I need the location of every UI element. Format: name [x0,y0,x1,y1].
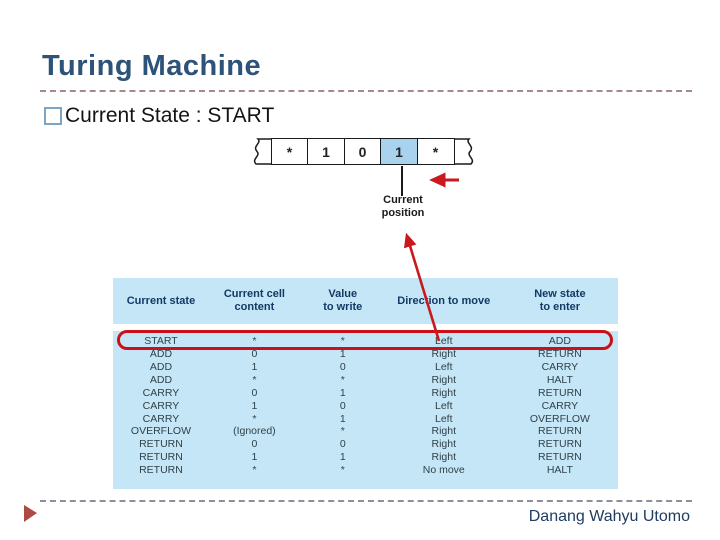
table-cell: * [340,464,345,477]
table-cell: HALT [546,464,573,477]
table-cell: 0 [339,438,346,451]
table-cell: CARRY [541,360,579,373]
table-cell: Right [431,348,456,361]
table-cell: RETURN [538,348,582,361]
table-cell: 0 [251,386,258,399]
table-cell: 0 [339,360,346,373]
table-cell: Right [431,373,456,386]
table-cell: Left [434,335,453,348]
bullet-item: Current State : START [44,104,274,128]
table-cell: 1 [251,360,258,373]
table-row-start-highlighted: START * * Left ADD [113,335,618,348]
tape-cell: 1 [307,138,345,165]
tape-torn-left-edge [253,138,272,165]
table-header-cell: Current cell content [223,288,285,313]
table-row: ADD 1 0 Left CARRY [113,361,618,374]
table-header-cell: Current state [126,294,196,307]
slide-marker-triangle-icon [24,505,37,522]
table-cell: CARRY [142,386,180,399]
table-cell: 0 [339,399,346,412]
table-cell: 1 [339,451,346,464]
table-cell: CARRY [541,399,579,412]
table-cell: 1 [339,386,346,399]
table-cell: CARRY [142,399,180,412]
table-cell: * [340,425,345,438]
footer-author: Danang Wahyu Utomo [528,508,690,525]
table-cell: ADD [149,373,173,386]
title-divider [40,90,692,92]
table-row: ADD * * Right HALT [113,374,618,387]
table-cell: ADD [149,348,173,361]
table-cell: RETURN [538,425,582,438]
table-cell: 1 [339,348,346,361]
table-cell: OVERFLOW [130,425,192,438]
table-row: CARRY * 1 Left OVERFLOW [113,412,618,425]
table-header-cell: New state to enter [534,288,586,313]
table-cell: Right [431,438,456,451]
table-cell: Right [431,451,456,464]
table-cell: * [340,335,345,348]
table-row: OVERFLOW (Ignored) * Right RETURN [113,425,618,438]
table-cell: Right [431,386,456,399]
table-cell: RETURN [139,464,183,477]
table-cell: CARRY [142,412,180,425]
tape-cell-current: 1 [380,138,418,165]
table-header-cell: Value to write [323,288,363,313]
table-row: CARRY 1 0 Left CARRY [113,399,618,412]
table-cell: Left [434,412,453,425]
table-cell: RETURN [538,451,582,464]
table-cell: * [252,335,257,348]
table-cell: (Ignored) [233,425,276,438]
table-row: ADD 0 1 Right RETURN [113,348,618,361]
footer-divider [40,500,692,502]
table-cell: HALT [546,373,573,386]
table-cell: 0 [251,438,258,451]
table-cell: Right [431,425,456,438]
table-row: RETURN 0 0 Right RETURN [113,438,618,451]
tape-cell: * [270,138,309,165]
table-cell: * [252,373,257,386]
table-cell: RETURN [139,451,183,464]
table-cell: RETURN [139,438,183,451]
table-cell: START [144,335,178,348]
page-title: Turing Machine [42,50,262,82]
table-cell: OVERFLOW [529,412,590,425]
table-cell: Left [434,360,453,373]
table-cell: RETURN [538,386,582,399]
table-cell: 1 [251,451,258,464]
table-cell: * [340,373,345,386]
current-position-pointer-line [401,166,403,196]
tape-torn-right-edge [454,138,473,165]
table-cell: * [252,464,257,477]
tape-cell: * [416,138,455,165]
table-header-cell: Direction to move [397,294,491,307]
current-position-label: Current position [381,194,425,219]
table-cell: 0 [251,348,258,361]
table-row: CARRY 0 1 Right RETURN [113,387,618,400]
table-cell: No move [422,464,465,477]
table-row: RETURN 1 1 Right RETURN [113,451,618,464]
table-header-row: Current state Current cell content Value t… [113,278,618,324]
table-cell: 1 [339,412,346,425]
table-cell: ADD [548,335,571,348]
bullet-text: Current State : START [65,104,275,127]
table-row: RETURN * * No move HALT [113,464,618,477]
table-cell: RETURN [538,438,582,451]
table-cell: Left [434,399,453,412]
start-row-highlight-ring [117,330,613,350]
bullet-square-icon [44,107,62,125]
tape-cell: 0 [343,138,382,165]
table-cell: * [252,412,257,425]
table-cell: 1 [251,399,258,412]
table-cell: ADD [149,360,173,373]
